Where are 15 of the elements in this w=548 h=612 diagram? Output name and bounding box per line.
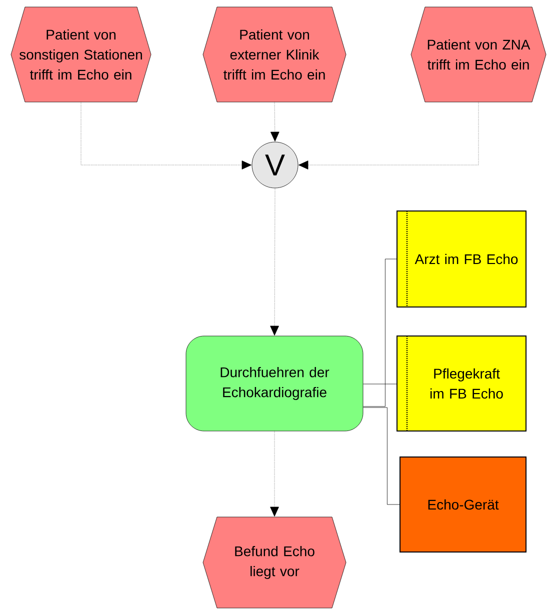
- event-hexagon: Patient von ZNA trifft im Echo ein: [410, 6, 546, 102]
- event-hexagon: Patient von externer Klinik trifft im Echo ein: [202, 6, 346, 102]
- function-box: Durchfuehren der Echokardiografie: [186, 336, 364, 432]
- event-hexagon: Befund Echo liegt vor: [202, 516, 346, 608]
- connector-line: [363, 258, 397, 407]
- arrow: [270, 188, 279, 336]
- arrow: [298, 102, 479, 170]
- connector-line: [363, 407, 400, 505]
- arrow: [270, 431, 279, 517]
- role-box: Arzt im FB Echo: [396, 210, 526, 308]
- role-box: Pflegekraft im FB Echo: [396, 336, 526, 432]
- resource-box: Echo-Gerät: [400, 456, 526, 552]
- event-hexagon: Patient von sonstigen Stationen trifft im Echo ein: [10, 6, 152, 102]
- arrow: [80, 102, 252, 170]
- arrow: [270, 102, 280, 142]
